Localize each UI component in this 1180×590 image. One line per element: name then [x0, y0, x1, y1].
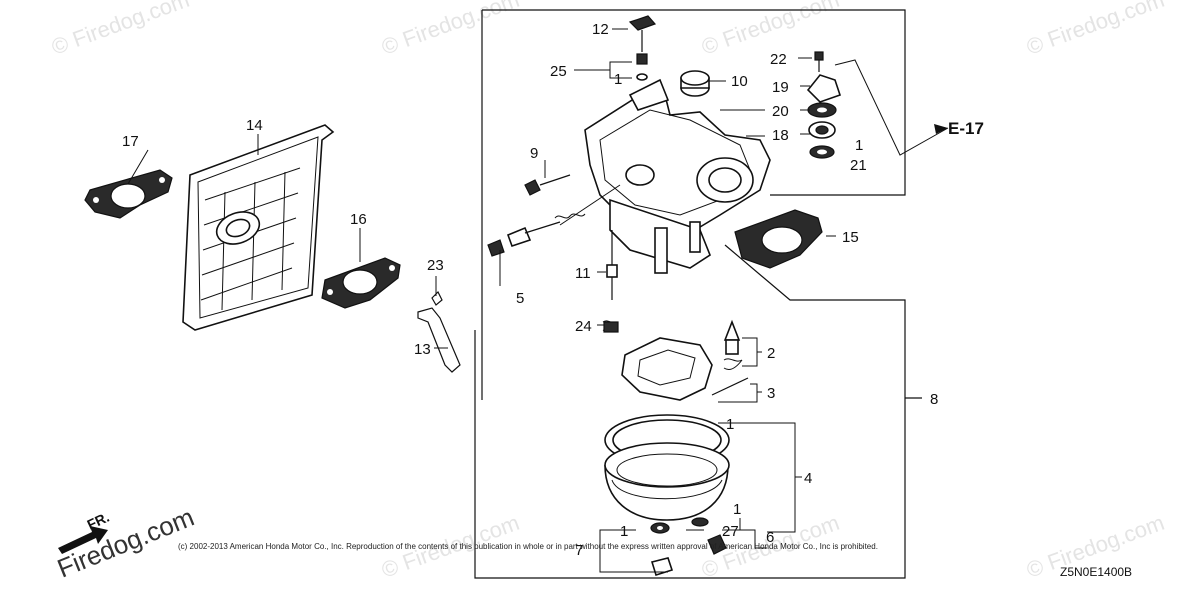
part-11-needle [606, 230, 618, 300]
callout-22: 22 [770, 51, 787, 68]
boundary-top [482, 9, 906, 196]
watermark: © Firedog.com [378, 0, 522, 60]
callout-12: 12 [592, 21, 609, 38]
part-5-pilot-screw [487, 213, 586, 257]
reference-arrow [934, 124, 948, 134]
part-24-jet [602, 320, 619, 333]
part-10-cap [680, 70, 710, 97]
part-25-screw [636, 53, 648, 81]
part-1-washer-b [691, 517, 709, 527]
reference-e17: E-17 [948, 119, 984, 138]
part-2-float-valve [723, 319, 743, 371]
part-12-knob [628, 15, 657, 52]
callout-27: 27 [722, 523, 739, 540]
callout-5: 5 [516, 290, 524, 307]
callout-2: 2 [767, 345, 775, 362]
part-22-screw [814, 51, 824, 72]
part-14-gasket-plate [182, 124, 335, 331]
front-label: FR. [85, 509, 112, 533]
callout-11: 11 [575, 265, 591, 282]
callout-20: 20 [772, 103, 789, 120]
watermark: © Firedog.com [48, 0, 192, 60]
assembly-outline [474, 9, 922, 579]
part-17-gasket [84, 169, 173, 219]
part-13-rod [417, 307, 461, 373]
callout-1e: 1 [620, 523, 628, 540]
part-4-float-bowl [604, 442, 730, 521]
part-23-clip [431, 290, 443, 306]
callout-25: 25 [550, 63, 567, 80]
diagram-code: Z5N0E1400B [1060, 565, 1132, 579]
callout-1d: 1 [733, 501, 741, 518]
callout-13: 13 [414, 341, 431, 358]
callout-14: 14 [246, 117, 263, 134]
callout-6: 6 [766, 529, 774, 546]
part-7-drain-nut [650, 557, 674, 577]
callout-9: 9 [530, 145, 538, 162]
callout-7: 7 [575, 542, 583, 559]
part-20-washer [807, 102, 837, 118]
part-15-gasket [734, 209, 823, 269]
callout-19: 19 [772, 79, 789, 96]
watermark: © Firedog.com [1023, 0, 1167, 60]
part-9-screw [524, 174, 571, 196]
callout-21: 21 [850, 157, 867, 174]
copyright-text: (c) 2002-2013 American Honda Motor Co., … [178, 542, 878, 551]
callouts: 12 25 1 10 22 19 20 18 1 21 E-17 9 17 14… [122, 21, 984, 559]
boundary-bottom [474, 244, 906, 579]
carburetor-body [559, 78, 771, 274]
callout-17: 17 [122, 133, 139, 150]
callout-4: 4 [804, 470, 812, 487]
leader-lines [127, 28, 949, 573]
part-27-bolt [707, 534, 727, 555]
callout-18: 18 [772, 127, 789, 144]
callout-16: 16 [350, 211, 367, 228]
front-arrow-icon [58, 526, 108, 554]
callout-15: 15 [842, 229, 859, 246]
callout-8: 8 [930, 391, 938, 408]
callout-1c: 1 [726, 416, 734, 433]
part-3-pin [711, 377, 749, 396]
part-21-oring [809, 145, 835, 159]
callout-10: 10 [731, 73, 748, 90]
part-16-gasket [321, 257, 401, 309]
callout-24: 24 [575, 318, 592, 335]
callout-3: 3 [767, 385, 775, 402]
float [621, 337, 713, 401]
callout-1a: 1 [614, 71, 622, 88]
part-19-cover [806, 74, 842, 103]
callout-23: 23 [427, 257, 444, 274]
part-18-valve [808, 121, 836, 139]
callout-1b: 1 [855, 137, 863, 154]
part-1-washer [650, 522, 670, 534]
